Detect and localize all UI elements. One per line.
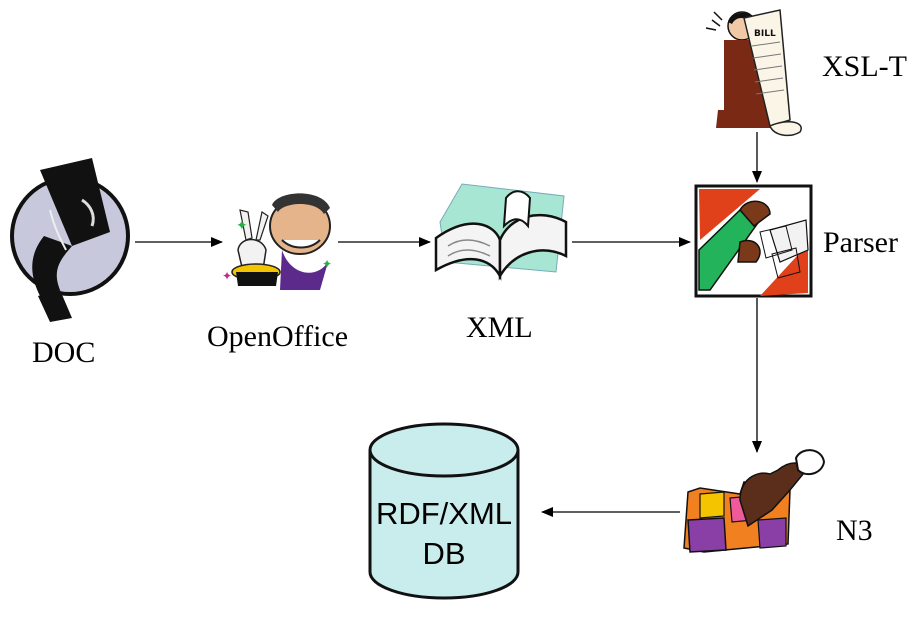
openoffice-label: OpenOffice <box>207 320 349 353</box>
n3-label: N3 <box>836 514 873 547</box>
man-reading-bill-scroll-icon: BILL <box>705 9 802 137</box>
svg-text:✦: ✦ <box>222 269 232 283</box>
svg-text:BILL: BILL <box>754 29 776 39</box>
doc-label: DOC <box>32 336 96 369</box>
database-cylinder-icon <box>368 422 520 600</box>
parser-label: Parser <box>823 226 898 259</box>
svg-text:✦: ✦ <box>322 257 332 271</box>
db-label-line2: DB <box>422 536 466 571</box>
hand-assembling-puzzle-icon <box>683 449 826 553</box>
db-label-line1: RDF/XML <box>375 496 513 531</box>
open-book-icon <box>434 183 568 281</box>
db-label: RDF/XML DB <box>364 494 524 574</box>
xslt-label: XSL-T <box>822 50 907 83</box>
svg-text:✦: ✦ <box>236 218 248 234</box>
xml-label: XML <box>466 311 533 344</box>
hands-sorting-papers-icon <box>694 184 813 298</box>
hand-holding-document-icon <box>10 158 130 322</box>
magician-with-rabbit-icon: ✦ ✦ ✦ <box>222 193 332 290</box>
